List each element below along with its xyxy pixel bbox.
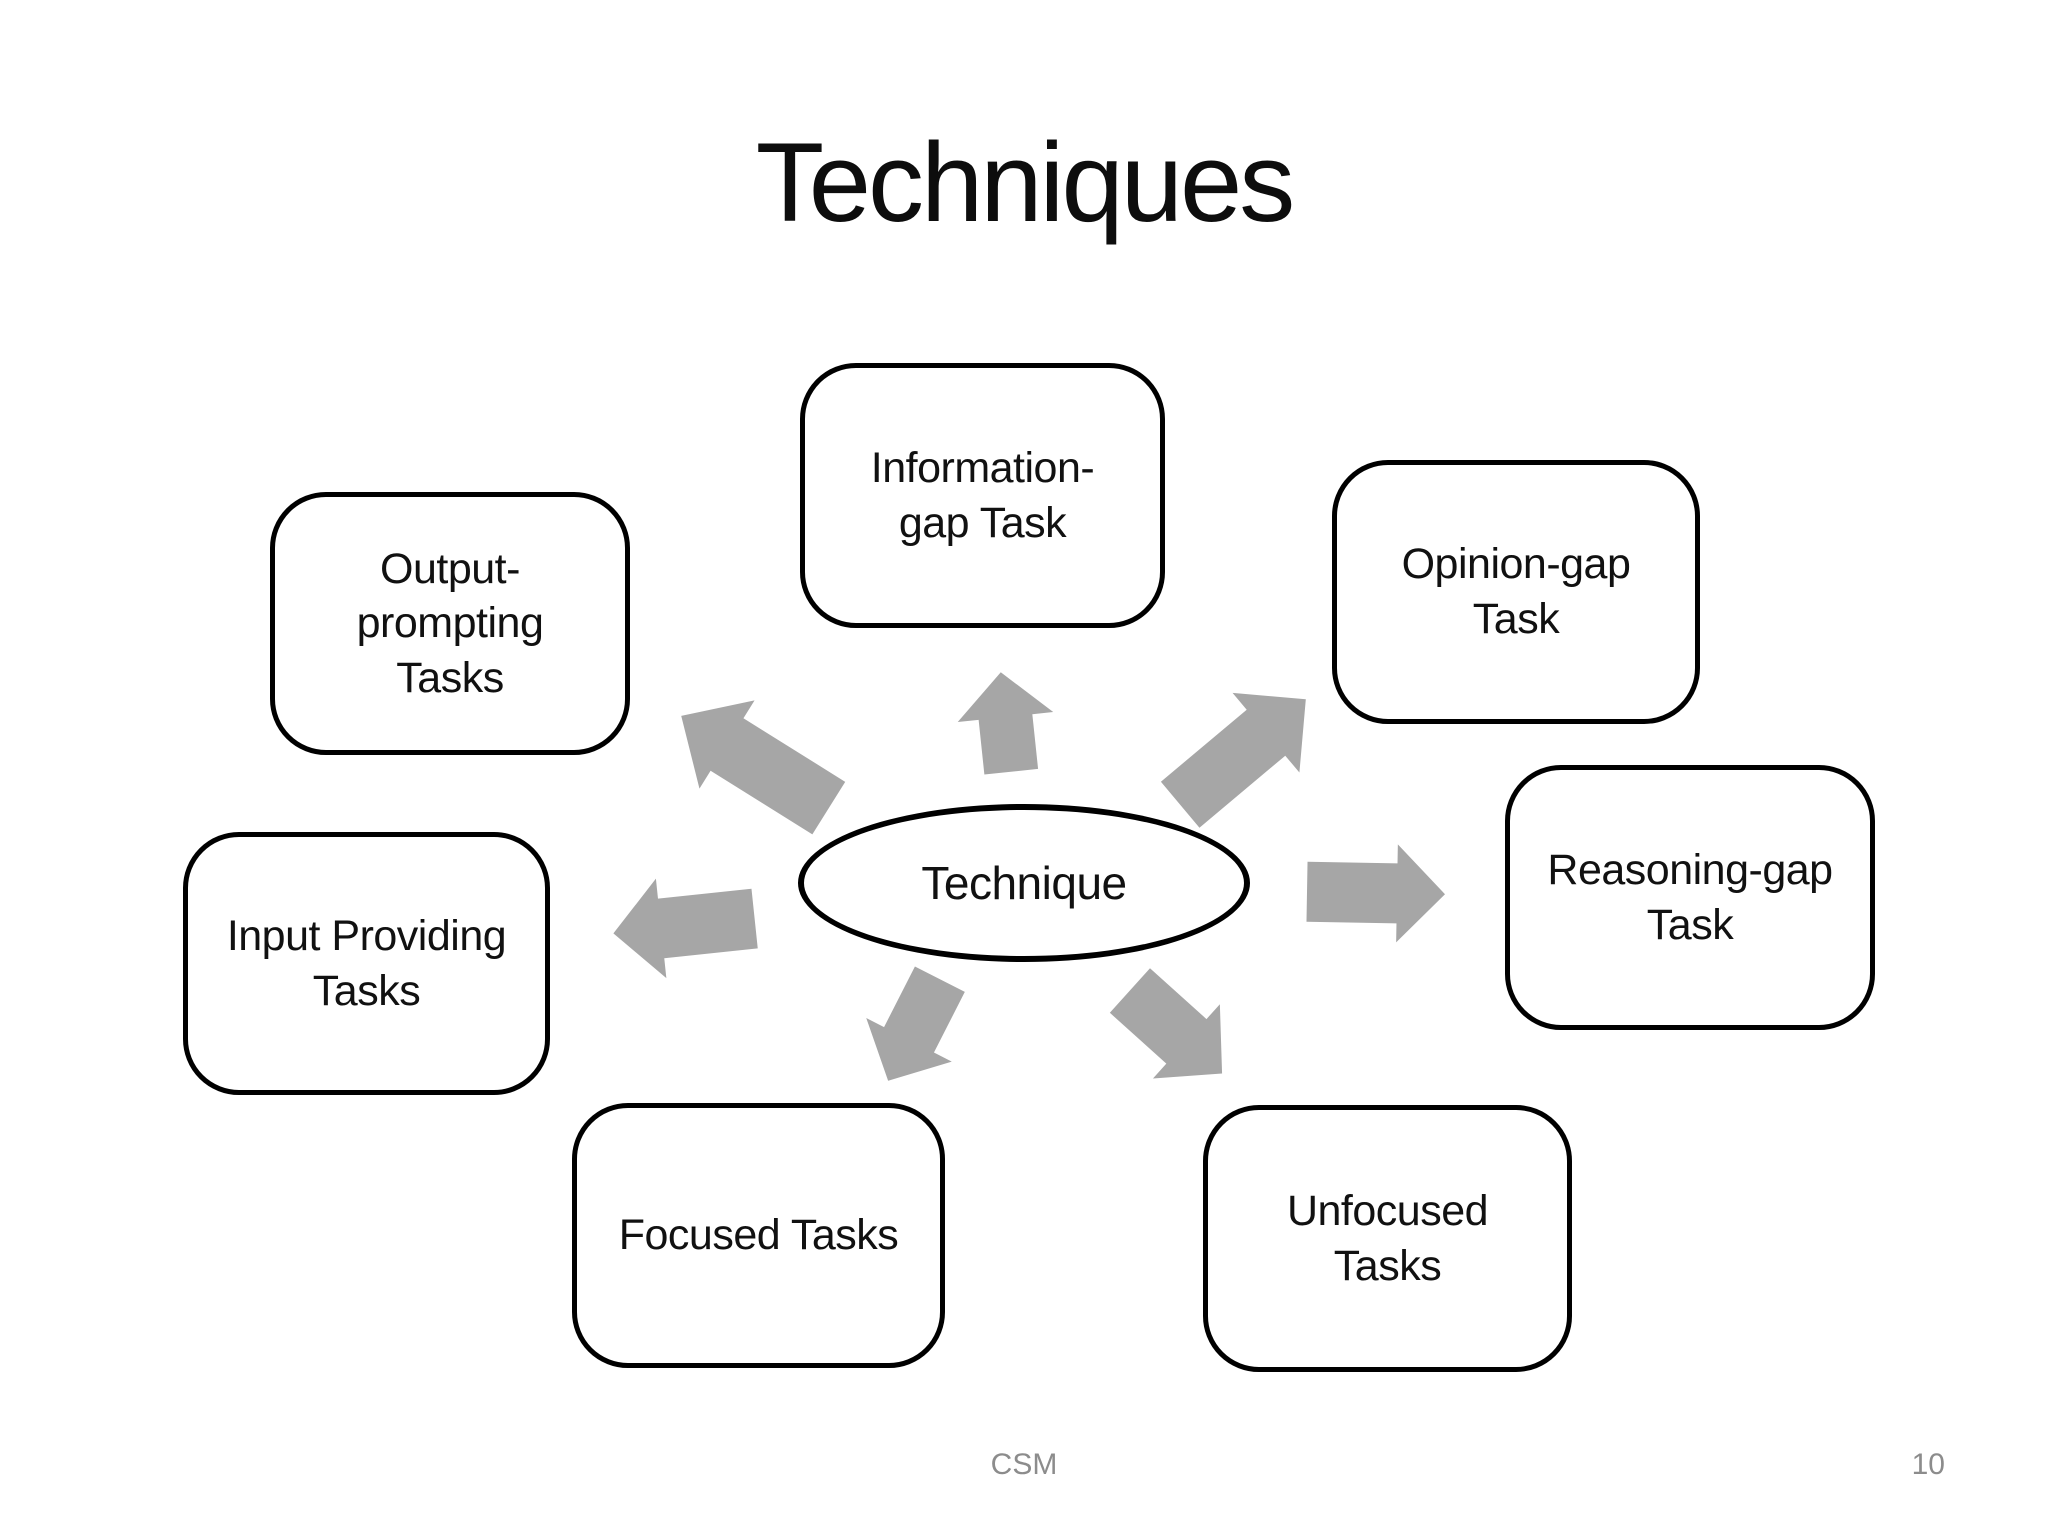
arrow-down-left-icon bbox=[866, 966, 965, 1081]
node-input-providing-tasks: Input Providing Tasks bbox=[183, 832, 550, 1095]
node-reasoning-gap-task: Reasoning-gap Task bbox=[1505, 765, 1875, 1030]
page-number: 10 bbox=[1911, 1448, 1945, 1481]
center-ellipse-label: Technique bbox=[921, 856, 1127, 909]
node-unfocused-tasks: Unfocused Tasks bbox=[1203, 1105, 1572, 1372]
node-focused-tasks: Focused Tasks bbox=[572, 1103, 945, 1368]
node-opinion-gap-task: Opinion-gap Task bbox=[1332, 460, 1700, 724]
arrow-down-right-icon bbox=[1109, 968, 1223, 1079]
footer-text: CSM bbox=[990, 1448, 1058, 1481]
node-label: Input Providing Tasks bbox=[226, 911, 507, 1015]
node-label: Information- gap Task bbox=[870, 443, 1095, 547]
arrow-up-left-icon bbox=[681, 700, 846, 835]
node-label: Reasoning-gap Task bbox=[1547, 845, 1833, 949]
node-output-prompting-tasks: Output- prompting Tasks bbox=[270, 492, 630, 755]
diagram-center-ellipse: Technique bbox=[798, 804, 1250, 962]
slide-title: Techniques bbox=[755, 120, 1296, 245]
node-label: Opinion-gap Task bbox=[1401, 540, 1631, 643]
node-label: Focused Tasks bbox=[618, 1211, 899, 1260]
node-label: Output- prompting Tasks bbox=[356, 544, 544, 702]
arrow-right-icon bbox=[1306, 844, 1445, 943]
node-label: Unfocused Tasks bbox=[1286, 1186, 1489, 1290]
arrow-up-right-icon bbox=[1160, 692, 1306, 828]
node-information-gap-task: Information- gap Task bbox=[800, 363, 1165, 628]
arrow-left-icon bbox=[613, 878, 758, 979]
arrow-up-icon bbox=[957, 672, 1054, 775]
